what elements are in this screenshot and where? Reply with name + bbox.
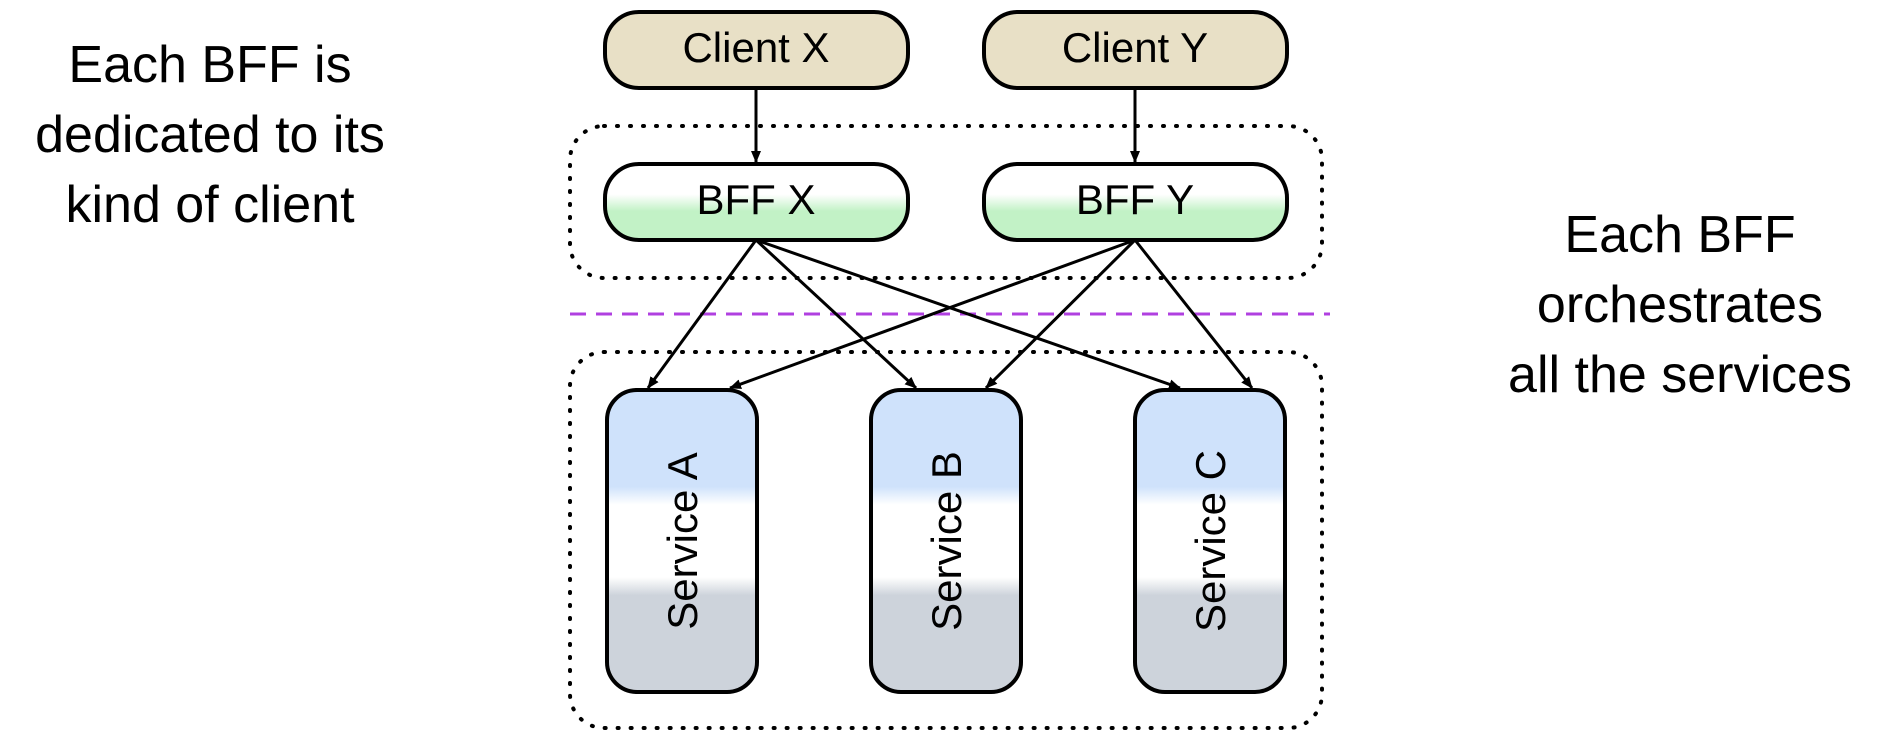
left-note-line-3: kind of client bbox=[65, 176, 355, 234]
edges bbox=[646, 88, 1254, 390]
left-note: Each BFF is dedicated to its kind of cli… bbox=[35, 36, 385, 234]
client-x-box bbox=[603, 10, 910, 90]
client-y-box bbox=[982, 10, 1289, 90]
right-note-line-3: all the services bbox=[1508, 346, 1852, 404]
service-a-label: Service A bbox=[659, 452, 706, 629]
edge-bff-y-to-service-a bbox=[729, 238, 1136, 390]
edge-bff-x-to-service-a bbox=[646, 239, 758, 389]
right-note: Each BFF orchestrates all the services bbox=[1508, 206, 1852, 404]
edge-bff-y-to-service-c bbox=[1133, 239, 1254, 389]
client-y-label: Client Y bbox=[1062, 24, 1208, 71]
client-x-node[interactable]: Client X bbox=[603, 10, 910, 90]
service-b-node[interactable]: Service B bbox=[869, 388, 1023, 694]
edge-bff-x-to-service-b bbox=[754, 238, 918, 390]
edge-bff-y-to-service-b bbox=[984, 238, 1137, 390]
services-group-boundary bbox=[568, 350, 1324, 730]
right-note-line-2: orchestrates bbox=[1537, 276, 1823, 334]
service-b-label: Service B bbox=[923, 451, 970, 631]
service-c-node[interactable]: Service C bbox=[1133, 388, 1287, 694]
client-x-label: Client X bbox=[682, 24, 829, 71]
bff-y-box bbox=[982, 162, 1289, 242]
client-y-node[interactable]: Client Y bbox=[982, 10, 1289, 90]
service-a-node[interactable]: Service A bbox=[605, 388, 759, 694]
bff-y-label: BFF Y bbox=[1076, 176, 1194, 223]
left-note-line-2: dedicated to its bbox=[35, 106, 385, 164]
left-note-line-1: Each BFF is bbox=[68, 36, 351, 94]
service-b-box bbox=[869, 388, 1023, 694]
service-a-box bbox=[605, 388, 759, 694]
bff-x-node[interactable]: BFF X bbox=[603, 162, 910, 242]
bff-x-label: BFF X bbox=[696, 176, 815, 223]
service-c-box bbox=[1133, 388, 1287, 694]
bff-x-box bbox=[603, 162, 910, 242]
edge-bff-x-to-service-c bbox=[755, 238, 1181, 390]
bff-y-node[interactable]: BFF Y bbox=[982, 162, 1289, 242]
right-note-line-1: Each BFF bbox=[1564, 206, 1795, 264]
bff-group-boundary bbox=[568, 124, 1324, 280]
service-c-label: Service C bbox=[1187, 450, 1234, 632]
